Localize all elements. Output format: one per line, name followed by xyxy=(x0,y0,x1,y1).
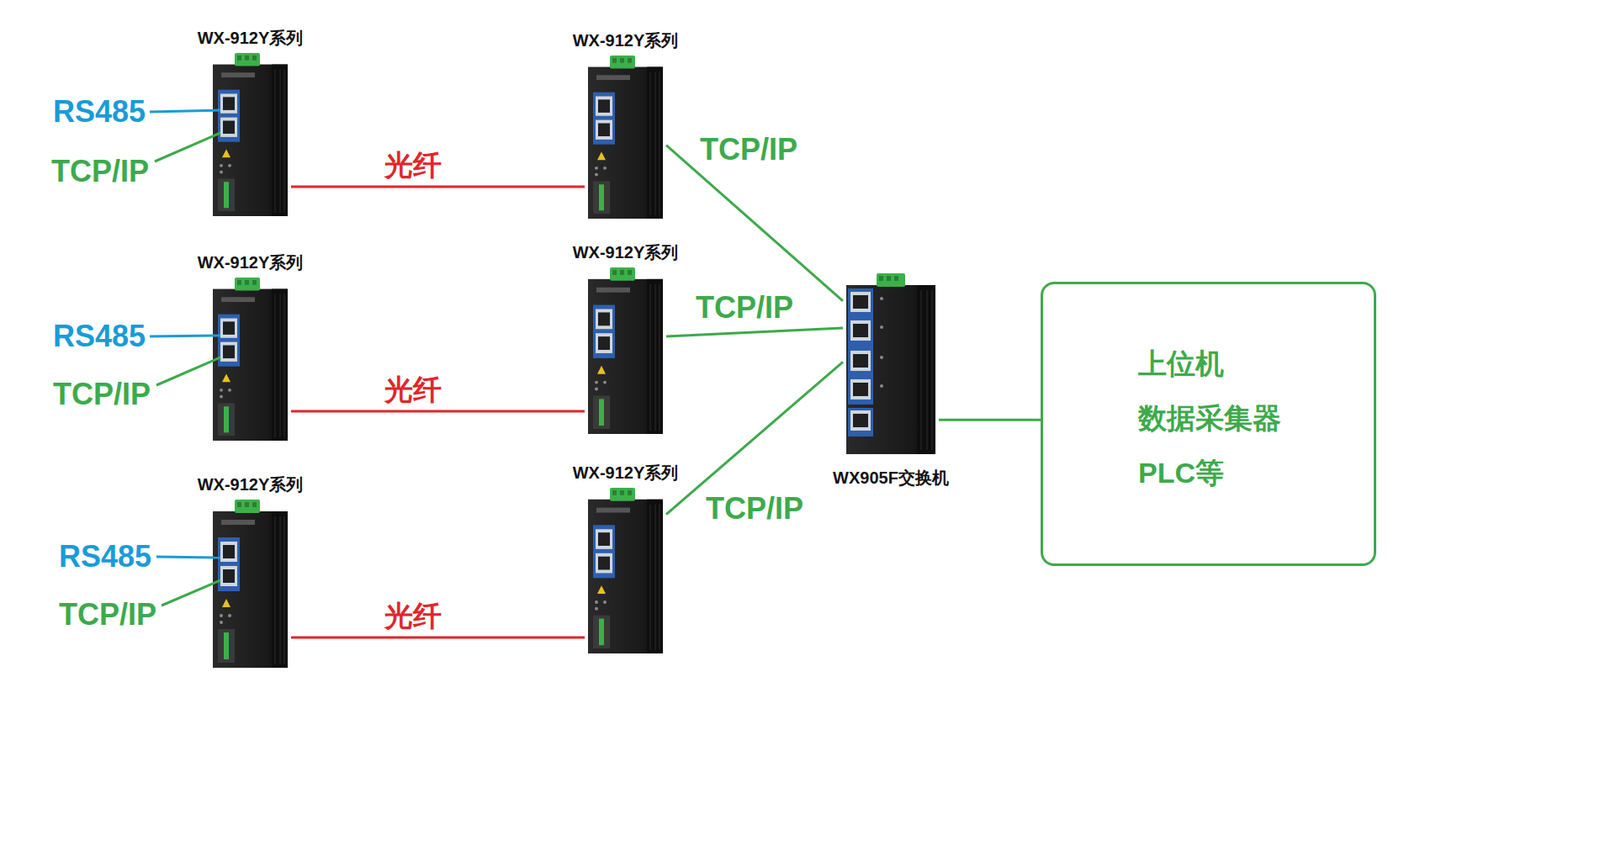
converter-picture xyxy=(588,487,663,654)
converter-node: WX-912Y系列 xyxy=(209,277,292,441)
converter-node: WX-912Y系列 xyxy=(209,499,292,668)
device-label: WX-912Y系列 xyxy=(197,252,304,273)
converter-picture xyxy=(212,499,288,668)
rs485-leader xyxy=(149,335,221,337)
switch-label: WX905F交换机 xyxy=(832,467,949,488)
link-label: 光纤 xyxy=(381,148,446,182)
tcp-leader xyxy=(161,580,221,606)
converter-node: WX-912Y系列 xyxy=(584,267,667,435)
switch-node: WX905F交换机 xyxy=(842,273,939,455)
converter-picture xyxy=(588,55,663,219)
ethernet-link xyxy=(666,145,843,302)
converter-picture xyxy=(588,267,663,435)
device-label: WX-912Y系列 xyxy=(572,242,679,263)
converter-picture xyxy=(212,277,288,441)
signal-label: TCP/IP xyxy=(52,376,151,414)
signal-label: TCP/IP xyxy=(58,596,157,634)
link-label: TCP/IP xyxy=(692,291,797,325)
converter-node: WX-912Y系列 xyxy=(584,487,667,654)
tcp-leader xyxy=(154,132,221,162)
ethernet-link xyxy=(938,418,1041,422)
ethernet-link xyxy=(666,328,843,337)
link-label: TCP/IP xyxy=(702,492,807,526)
host-text: 上位机 xyxy=(1138,336,1366,392)
rs485-leader xyxy=(149,110,221,112)
device-label: WX-912Y系列 xyxy=(572,30,679,51)
fiber-link xyxy=(291,185,585,189)
rs485-leader xyxy=(156,556,221,558)
switch-picture xyxy=(846,273,936,455)
converter-node: WX-912Y系列 xyxy=(584,55,667,219)
signal-label: RS485 xyxy=(52,317,146,355)
signal-label: RS485 xyxy=(58,538,152,576)
converter-node: WX-912Y系列 xyxy=(209,52,292,217)
link-label: 光纤 xyxy=(381,598,446,633)
signal-label: RS485 xyxy=(52,93,146,131)
device-label: WX-912Y系列 xyxy=(197,27,304,48)
host-box: 上位机数据采集器PLC等 xyxy=(1040,281,1377,567)
host-text: 数据采集器 xyxy=(1138,391,1366,446)
tcp-leader xyxy=(156,357,221,386)
device-label: WX-912Y系列 xyxy=(572,462,679,483)
link-label: TCP/IP xyxy=(696,132,801,167)
converter-picture xyxy=(212,52,288,217)
host-text: PLC等 xyxy=(1138,445,1366,501)
link-label: 光纤 xyxy=(381,372,446,407)
device-label: WX-912Y系列 xyxy=(197,474,304,495)
fiber-link xyxy=(291,410,585,414)
signal-label: TCP/IP xyxy=(51,153,149,191)
fiber-link xyxy=(291,636,585,640)
